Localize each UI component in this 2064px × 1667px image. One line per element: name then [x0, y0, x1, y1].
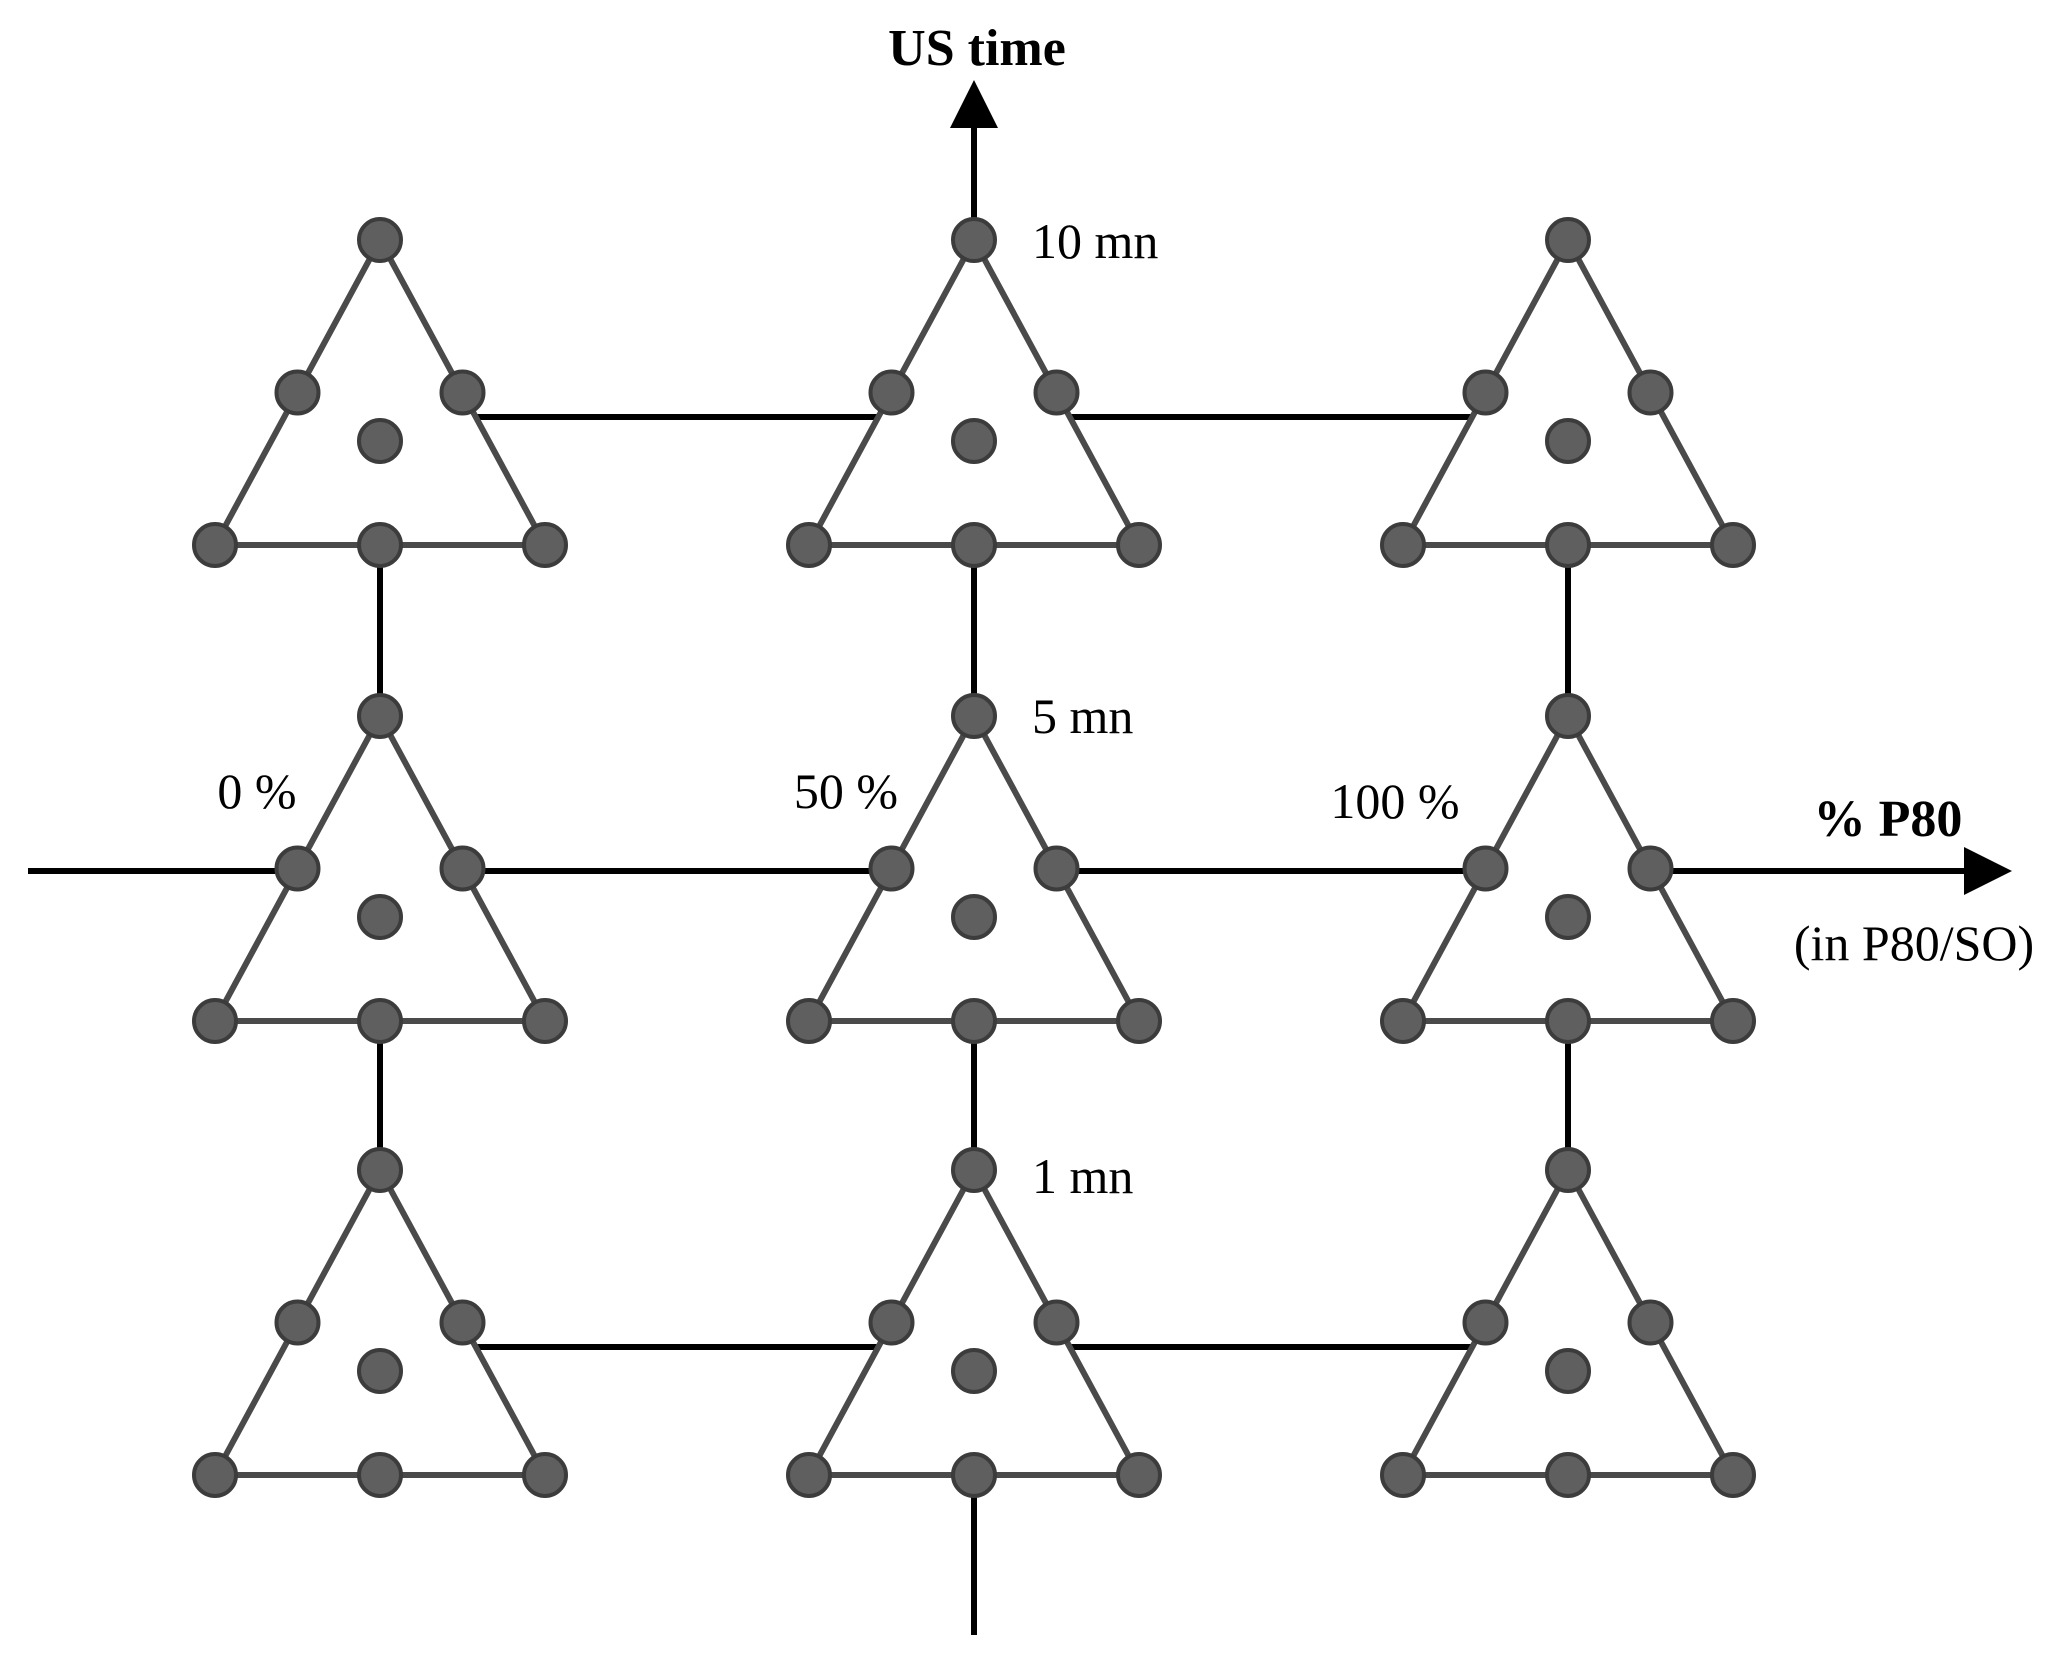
design-point-left-vertex: [192, 1452, 238, 1498]
design-point-base-mid: [951, 522, 997, 568]
design-point-left-vertex: [786, 1452, 832, 1498]
design-point-left-vertex: [786, 522, 832, 568]
design-point-centroid: [357, 418, 403, 464]
design-point-left-vertex: [1380, 522, 1426, 568]
design-point-left-edge-mid: [868, 1299, 915, 1346]
design-point-right-vertex: [1116, 522, 1162, 568]
design-point-base-mid: [357, 522, 403, 568]
design-point-left-edge-mid: [1462, 369, 1509, 416]
design-point-right-vertex: [1116, 1452, 1162, 1498]
design-point-centroid: [1545, 418, 1591, 464]
design-point-right-edge-mid: [439, 845, 486, 892]
design-point-base-mid: [951, 1452, 997, 1498]
design-point-apex: [357, 693, 403, 739]
design-point-centroid: [357, 1348, 403, 1394]
mixture-triangle-3-3: [1380, 217, 1756, 568]
design-point-left-vertex: [1380, 1452, 1426, 1498]
time-label-1: 1 mn: [1032, 1148, 1133, 1204]
design-point-right-edge-mid: [1627, 845, 1674, 892]
p80-label-2: 50 %: [794, 763, 898, 819]
design-point-apex: [1545, 1147, 1591, 1193]
triangle-outline: [806, 1167, 1142, 1478]
triangle-outline: [1400, 237, 1736, 548]
mixture-triangle-3-2: [786, 217, 1162, 568]
design-point-apex: [1545, 693, 1591, 739]
design-point-left-edge-mid: [868, 845, 915, 892]
triangle-outline: [1400, 1167, 1736, 1478]
design-point-base-mid: [1545, 1452, 1591, 1498]
design-point-base-mid: [357, 998, 403, 1044]
design-point-right-vertex: [1710, 1452, 1756, 1498]
p80-label-1: 0 %: [217, 763, 296, 819]
design-point-right-edge-mid: [439, 369, 486, 416]
design-point-left-vertex: [786, 998, 832, 1044]
design-point-apex: [1545, 217, 1591, 263]
design-point-centroid: [1545, 1348, 1591, 1394]
design-point-centroid: [1545, 894, 1591, 940]
horizontal-axis-title: % P80: [1814, 791, 1963, 848]
design-point-left-edge-mid: [1462, 845, 1509, 892]
mixture-triangle-2-2: [786, 693, 1162, 1044]
mixture-triangle-1-1: [192, 1147, 568, 1498]
design-point-apex: [951, 1147, 997, 1193]
design-point-right-vertex: [522, 1452, 568, 1498]
design-point-apex: [951, 217, 997, 263]
design-point-right-vertex: [1710, 998, 1756, 1044]
design-point-left-vertex: [1380, 998, 1426, 1044]
triangle-outline: [806, 237, 1142, 548]
time-label-2: 5 mn: [1032, 688, 1133, 744]
horizontal-axis-subtitle: (in P80/SO): [1794, 915, 2034, 971]
design-point-apex: [951, 693, 997, 739]
p80-label-3: 100 %: [1330, 773, 1459, 829]
design-point-right-edge-mid: [1033, 845, 1080, 892]
mixture-triangle-3-1: [192, 217, 568, 568]
time-label-3: 10 mn: [1032, 213, 1158, 269]
design-point-right-vertex: [522, 522, 568, 568]
design-point-centroid: [951, 418, 997, 464]
design-point-left-vertex: [192, 998, 238, 1044]
design-point-base-mid: [1545, 522, 1591, 568]
mixture-triangle-2-1: [192, 693, 568, 1044]
design-point-left-edge-mid: [868, 369, 915, 416]
design-point-left-edge-mid: [274, 845, 321, 892]
design-point-base-mid: [951, 998, 997, 1044]
design-point-right-vertex: [522, 998, 568, 1044]
design-point-centroid: [951, 894, 997, 940]
design-point-apex: [357, 217, 403, 263]
design-point-left-edge-mid: [1462, 1299, 1509, 1346]
design-point-base-mid: [357, 1452, 403, 1498]
mixture-triangle-1-2: [786, 1147, 1162, 1498]
mixture-design-grid: [192, 217, 1756, 1498]
design-point-apex: [357, 1147, 403, 1193]
design-point-right-edge-mid: [1627, 1299, 1674, 1346]
design-point-right-edge-mid: [1627, 369, 1674, 416]
design-point-left-vertex: [192, 522, 238, 568]
triangle-outline: [212, 1167, 548, 1478]
design-point-left-edge-mid: [274, 369, 321, 416]
design-point-base-mid: [1545, 998, 1591, 1044]
design-point-right-vertex: [1710, 522, 1756, 568]
design-point-right-edge-mid: [1033, 369, 1080, 416]
design-point-right-vertex: [1116, 998, 1162, 1044]
mixture-triangle-1-3: [1380, 1147, 1756, 1498]
mixture-triangle-2-3: [1380, 693, 1756, 1044]
design-point-centroid: [357, 894, 403, 940]
design-point-right-edge-mid: [439, 1299, 486, 1346]
design-point-left-edge-mid: [274, 1299, 321, 1346]
design-point-centroid: [951, 1348, 997, 1394]
triangle-outline: [212, 237, 548, 548]
design-point-right-edge-mid: [1033, 1299, 1080, 1346]
vertical-axis-title: US time: [888, 20, 1066, 77]
